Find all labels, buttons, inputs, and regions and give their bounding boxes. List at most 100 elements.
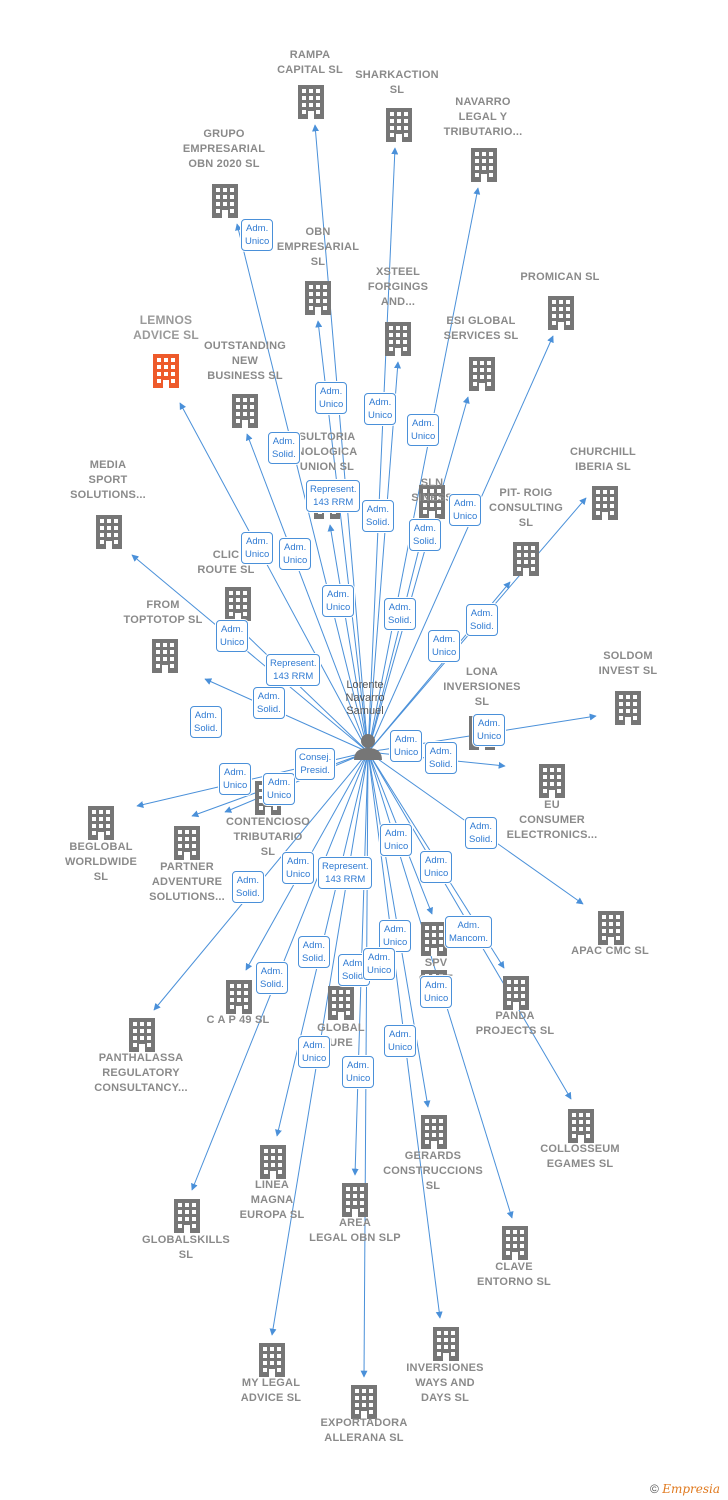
company-label-sharkaction[interactable]: SHARKACTION SL (355, 69, 439, 96)
building-icon-obn[interactable] (305, 281, 331, 315)
edge-fromtototop (204, 678, 369, 753)
building-icon-sharkaction[interactable] (386, 108, 412, 142)
building-icon-apac[interactable] (598, 911, 624, 945)
building-icon-lemnos[interactable] (153, 354, 179, 388)
company-label-promican[interactable]: PROMICAN SL (520, 271, 600, 283)
role-badge: Adm. Unico (428, 630, 461, 662)
building-icon-promican[interactable] (548, 296, 574, 330)
company-label-click[interactable]: CLIC ROUTE SL (197, 549, 255, 576)
role-badge: Adm. Unico (241, 532, 274, 564)
building-icon-fromtototop[interactable] (152, 639, 178, 673)
company-label-outstanding[interactable]: OUTSTANDING NEW BUSINESS SL (203, 340, 287, 382)
company-label-pitroig[interactable]: PIT- ROIG CONSULTING SL (489, 487, 563, 529)
role-badge: Adm. Solid. (384, 598, 416, 630)
role-badge: Adm. Unico (282, 852, 315, 884)
role-badge: Adm. Solid. (425, 742, 457, 774)
building-icon-area[interactable] (342, 1183, 368, 1217)
company-label-beglobal[interactable]: BEGLOBAL WORLDWIDE SL (64, 841, 138, 883)
building-icon-panda[interactable] (503, 976, 529, 1010)
building-icon-grupo[interactable] (212, 184, 238, 218)
company-label-media[interactable]: MEDIA SPORT SOLUTIONS... (70, 459, 146, 501)
company-label-navarro[interactable]: NAVARRO LEGAL Y TRIBUTARIO... (443, 96, 523, 138)
person-node[interactable] (354, 734, 382, 760)
company-label-lemnos[interactable]: LEMNOS ADVICE SL (133, 313, 199, 342)
role-badge: Consej. Presid. (295, 748, 336, 780)
building-icon-partner[interactable] (174, 826, 200, 860)
company-label-cap49[interactable]: C A P 49 SL (206, 1014, 270, 1026)
company-label-xsteel[interactable]: XSTEEL FORGINGS AND... (367, 266, 429, 308)
company-label-exportadora[interactable]: EXPORTADORA ALLERANA SL (320, 1417, 408, 1444)
role-badge: Adm. Unico (219, 763, 252, 795)
role-badge: Adm. Solid. (232, 871, 264, 903)
role-badge: Represent. 143 RRM (306, 480, 361, 512)
building-icon-linea[interactable] (260, 1145, 286, 1179)
person-label[interactable]: Lorente Navarro Samuel (345, 679, 385, 717)
edge-navarro (367, 187, 481, 753)
company-label-consultoria[interactable]: SULTORIA NOLOGICA UNION SL (296, 431, 358, 473)
building-icon-beglobal[interactable] (88, 806, 114, 840)
building-icon-global[interactable] (328, 986, 354, 1020)
building-icon-outstanding[interactable] (232, 394, 258, 428)
building-icon-cap49[interactable] (226, 980, 252, 1014)
company-label-grupo[interactable]: GRUPO EMPRESARIAL OBN 2020 SL (182, 128, 266, 170)
building-icon-click[interactable] (225, 587, 251, 621)
building-icon-media[interactable] (96, 515, 122, 549)
role-badge: Adm. Unico (407, 414, 440, 446)
building-icon-spv[interactable] (421, 922, 447, 956)
company-label-fromtototop[interactable]: FROM TOPTOTOP SL (123, 599, 203, 626)
company-label-clave[interactable]: CLAVE ENTORNO SL (477, 1261, 551, 1288)
company-label-partner[interactable]: PARTNER ADVENTURE SOLUTIONS... (149, 861, 225, 903)
company-label-globalskills[interactable]: GLOBALSKILLS SL (142, 1234, 230, 1261)
company-label-sln[interactable]: SLN SINESS (411, 477, 453, 504)
building-icon-navarro[interactable] (471, 148, 497, 182)
company-label-linea[interactable]: LINEA MAGNA EUROPA SL (239, 1179, 305, 1221)
edge-esi (367, 396, 470, 753)
building-icon-exportadora[interactable] (351, 1385, 377, 1419)
role-badge: Represent. 143 RRM (266, 654, 321, 686)
building-icon-clave[interactable] (502, 1226, 528, 1260)
building-icon-soldom[interactable] (615, 691, 641, 725)
company-label-churchill[interactable]: CHURCHILL IBERIA SL (570, 446, 636, 473)
building-icon-eu[interactable] (539, 764, 565, 798)
role-badge: Adm. Solid. (465, 817, 497, 849)
building-icon-globalskills[interactable] (174, 1199, 200, 1233)
company-label-gerards[interactable]: GERARDS CONSTRUCCIONS SL (383, 1150, 483, 1192)
brand-logo[interactable]: Empresia (662, 1482, 720, 1496)
footer: © Empresia (650, 1482, 720, 1496)
building-icon-churchill[interactable] (592, 486, 618, 520)
role-badge: Adm. Unico (342, 1056, 375, 1088)
company-label-lona[interactable]: LONA INVERSIONES SL (443, 666, 521, 708)
company-label-contencioso[interactable]: CONTENCIOSO TRIBUTARIO SL (225, 816, 311, 858)
edge-contencioso (224, 751, 369, 813)
company-label-panda[interactable]: PANDA PROJECTS SL (475, 1010, 555, 1037)
company-label-inversiones[interactable]: INVERSIONES WAYS AND DAYS SL (406, 1362, 484, 1404)
role-badge: Adm. Solid. (298, 936, 330, 968)
company-label-area[interactable]: AREA LEGAL OBN SLP (309, 1217, 401, 1244)
building-icon-rampa[interactable] (298, 85, 324, 119)
role-badge: Adm. Unico (420, 976, 453, 1008)
building-icon-mylegal[interactable] (259, 1343, 285, 1377)
role-badge: Adm. Unico (216, 620, 249, 652)
role-badge: Adm. Unico (449, 494, 482, 526)
company-label-eu[interactable]: EU CONSUMER ELECTRONICS... (506, 799, 598, 841)
company-label-spv[interactable]: SPV (424, 957, 448, 969)
company-label-obn[interactable]: OBN EMPRESARIAL SL (276, 226, 360, 268)
company-label-esi[interactable]: ESI GLOBAL SERVICES SL (443, 315, 519, 342)
building-icon-collosseum[interactable] (568, 1109, 594, 1143)
role-badge: Adm. Unico (364, 393, 397, 425)
building-icon-gerards[interactable] (421, 1115, 447, 1149)
building-icon-esi[interactable] (469, 357, 495, 391)
role-badge: Adm. Unico (384, 1025, 417, 1057)
building-icon-xsteel[interactable] (385, 322, 411, 356)
company-label-soldom[interactable]: SOLDOM INVEST SL (598, 650, 658, 677)
company-label-mylegal[interactable]: MY LEGAL ADVICE SL (240, 1377, 302, 1404)
company-label-rampa[interactable]: RAMPA CAPITAL SL (277, 49, 343, 76)
company-label-apac[interactable]: APAC CMC SL (571, 945, 649, 957)
building-icon-panthalassa[interactable] (129, 1018, 155, 1052)
company-label-panthalassa[interactable]: PANTHALASSA REGULATORY CONSULTANCY... (94, 1052, 188, 1094)
building-icon-inversiones[interactable] (433, 1327, 459, 1361)
role-badge: Adm. Unico (473, 714, 506, 746)
company-label-global[interactable]: GLOBAL URE (317, 1022, 365, 1049)
building-icon-pitroig[interactable] (513, 542, 539, 576)
company-label-collosseum[interactable]: COLLOSSEUM EGAMES SL (540, 1143, 620, 1170)
